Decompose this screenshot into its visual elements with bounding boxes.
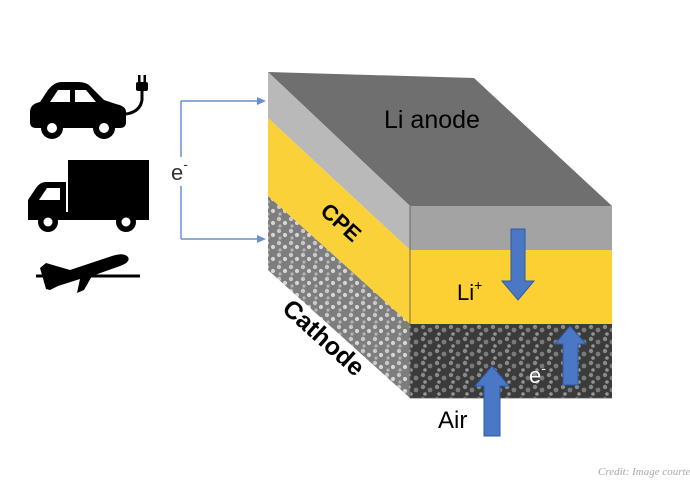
airplane-icon <box>36 254 140 293</box>
anode-side-face <box>268 72 410 250</box>
anode-front-face <box>410 206 612 250</box>
electrolyte-side-face <box>268 118 410 324</box>
block-edges <box>409 206 612 399</box>
li-ion-arrow <box>500 228 536 301</box>
anode-label: Li anode <box>384 106 480 134</box>
cathode-side-face <box>268 196 410 398</box>
electron-wire <box>180 100 258 240</box>
cathode-electron-label: e- <box>529 360 546 388</box>
image-credit: Credit: Image courtesy <box>598 466 690 478</box>
li-ion-label: Li+ <box>457 277 482 305</box>
wire-electron-label: e- <box>171 156 188 185</box>
electron-up-arrow <box>553 325 588 386</box>
air-arrow <box>473 365 511 437</box>
cathode-front-face <box>410 324 612 398</box>
wire-arrowhead-top <box>257 97 266 105</box>
truck-icon <box>28 160 149 232</box>
electric-car-icon <box>30 75 148 139</box>
air-label: Air <box>438 407 467 434</box>
anode-top-face <box>268 72 612 206</box>
wire-arrowhead-bottom <box>257 235 266 243</box>
